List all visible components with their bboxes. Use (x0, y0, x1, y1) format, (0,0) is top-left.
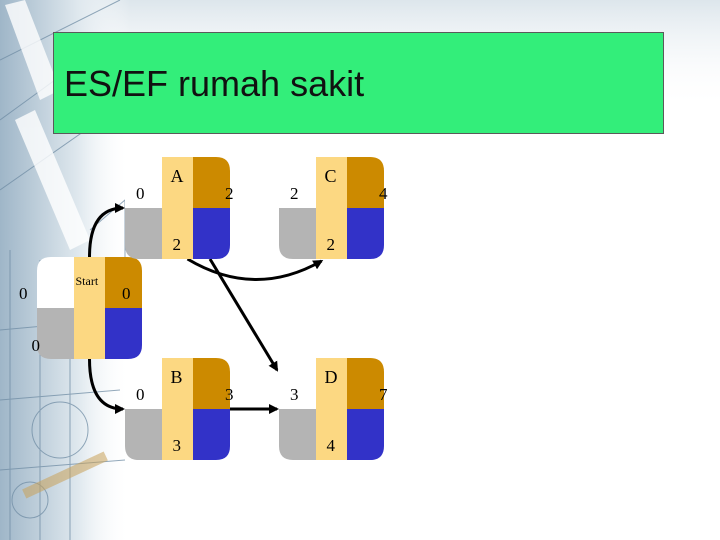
node-start-es: 0 (19, 284, 28, 303)
slide-title: ES/EF rumah sakit (64, 63, 365, 104)
edge-start-to-B (88, 358, 125, 414)
node-d (279, 358, 384, 460)
node-d-name: D (324, 367, 338, 387)
node-b (125, 358, 230, 460)
edge-start-to-A (88, 203, 125, 258)
node-c (279, 157, 384, 259)
node-d-duration: 4 (326, 436, 336, 455)
node-start-name: Start (75, 274, 99, 288)
edge-A-to-D (208, 258, 279, 372)
node-b-name: B (170, 367, 183, 387)
node-a (125, 157, 230, 259)
node-c-name: C (324, 166, 337, 186)
node-a-ef: 2 (225, 184, 234, 203)
node-b-ef: 3 (225, 385, 234, 404)
edge-layer (88, 203, 324, 414)
node-a-name: A (170, 166, 184, 186)
node-d-es: 3 (290, 385, 299, 404)
node-start (37, 257, 142, 359)
node-c-ef: 4 (379, 184, 388, 203)
node-c-duration: 2 (326, 235, 336, 254)
node-b-es: 0 (136, 385, 145, 404)
node-a-duration: 2 (172, 235, 182, 254)
node-a-es: 0 (136, 184, 145, 203)
node-start-duration: 0 (31, 336, 41, 355)
node-d-ef: 7 (379, 385, 388, 404)
node-b-duration: 3 (172, 436, 182, 455)
node-start-ef: 0 (122, 284, 131, 303)
node-layer (37, 157, 384, 460)
edge-A-to-C (186, 257, 324, 281)
title-banner: ES/EF rumah sakit (53, 32, 664, 134)
node-c-es: 2 (290, 184, 299, 203)
